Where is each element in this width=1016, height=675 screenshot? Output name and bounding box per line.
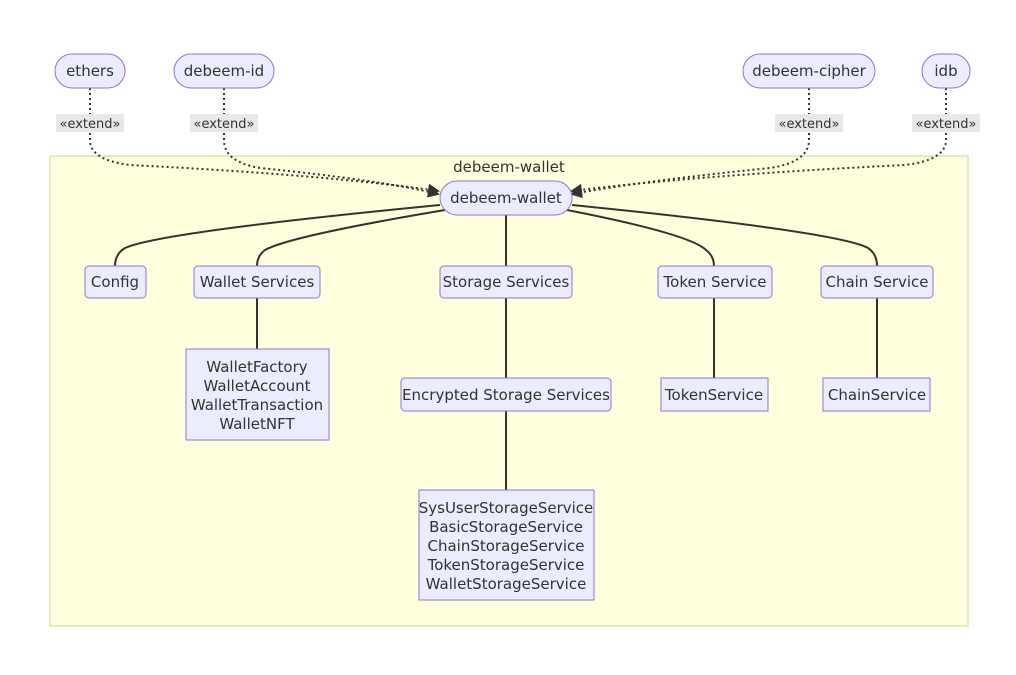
cluster-title: debeem-wallet <box>453 158 565 176</box>
edge-label-2: «extend» <box>190 114 258 132</box>
class-label: SysUserStorageService <box>419 499 594 517</box>
class-label: BasicStorageService <box>429 518 583 536</box>
node-wallet-services[interactable]: Wallet Services <box>193 265 321 299</box>
node-label: ethers <box>66 62 114 80</box>
class-label: WalletNFT <box>219 415 295 433</box>
class-label: TokenStorageService <box>427 556 585 574</box>
extend-edges <box>89 88 947 199</box>
edge-idb-to-root <box>570 88 947 196</box>
edge-root-chain <box>571 204 878 267</box>
node-token-service[interactable]: Token Service <box>657 265 773 299</box>
node-label: Config <box>91 273 139 291</box>
node-ethers[interactable]: ethers <box>54 53 126 89</box>
class-label: WalletAccount <box>203 377 310 395</box>
class-label: WalletStorageService <box>426 575 587 593</box>
solid-edges <box>114 204 878 490</box>
edge-cipher-to-root <box>570 88 810 199</box>
node-label: debeem-wallet <box>450 189 562 207</box>
node-chain-service[interactable]: Chain Service <box>820 265 934 299</box>
edge-label-text: «extend» <box>194 117 255 132</box>
edge-label-text: «extend» <box>779 117 840 132</box>
class-label: WalletTransaction <box>191 396 323 414</box>
edge-label-1: «extend» <box>56 114 124 132</box>
node-debeem-id[interactable]: debeem-id <box>173 53 275 89</box>
node-wallet-classes[interactable]: WalletFactory WalletAccount WalletTransa… <box>185 348 330 441</box>
edge-root-wallet <box>256 209 446 267</box>
node-label: Encrypted Storage Services <box>402 386 610 404</box>
edge-label-4: «extend» <box>912 114 980 132</box>
node-label: Wallet Services <box>200 273 315 291</box>
class-label: ChainStorageService <box>428 537 585 555</box>
node-storage-classes[interactable]: SysUserStorageService BasicStorageServic… <box>418 489 595 601</box>
node-root[interactable]: debeem-wallet <box>439 180 573 216</box>
edge-label-text: «extend» <box>916 117 977 132</box>
class-label: WalletFactory <box>206 358 307 376</box>
node-idb[interactable]: idb <box>921 53 971 89</box>
node-token-class[interactable]: TokenService <box>660 377 769 412</box>
edge-debeem-id-to-root <box>223 88 440 198</box>
node-label: debeem-id <box>184 62 264 80</box>
node-label: TokenService <box>664 386 763 404</box>
node-label: ChainService <box>828 386 926 404</box>
node-label: idb <box>934 62 957 80</box>
node-storage-services[interactable]: Storage Services <box>439 265 573 299</box>
node-label: debeem-cipher <box>752 62 866 80</box>
node-config[interactable]: Config <box>84 265 147 299</box>
node-debeem-cipher[interactable]: debeem-cipher <box>742 53 876 89</box>
node-label: Chain Service <box>825 273 928 291</box>
node-encrypted-storage[interactable]: Encrypted Storage Services <box>400 377 612 412</box>
edge-label-3: «extend» <box>775 114 843 132</box>
node-label: Token Service <box>663 273 767 291</box>
node-label: Storage Services <box>443 273 570 291</box>
edge-label-text: «extend» <box>60 117 121 132</box>
node-chain-class[interactable]: ChainService <box>822 377 931 412</box>
edge-root-config <box>114 204 441 267</box>
edge-root-token <box>566 209 715 267</box>
